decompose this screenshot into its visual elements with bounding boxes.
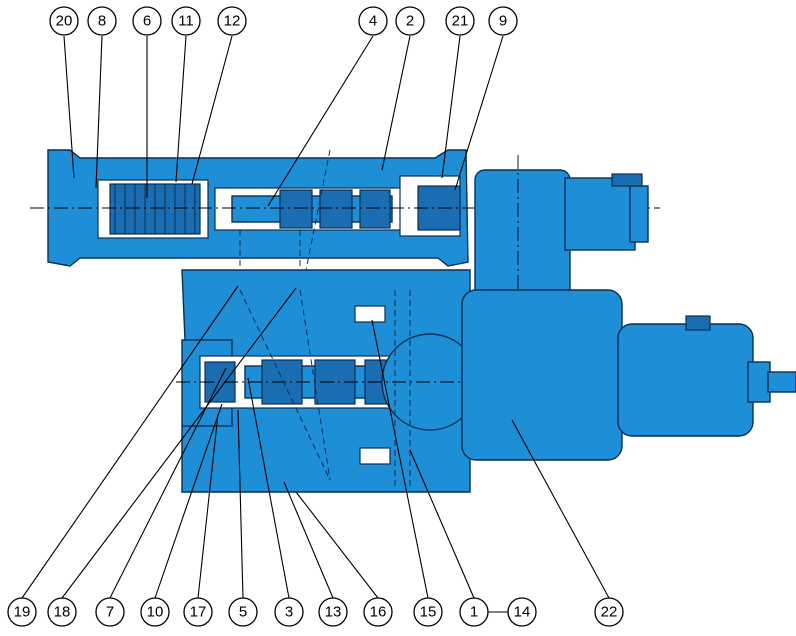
callout-22: 22 — [594, 597, 624, 627]
svg-text:16: 16 — [370, 604, 387, 621]
svg-text:4: 4 — [369, 13, 377, 30]
svg-text:3: 3 — [285, 604, 293, 621]
svg-text:5: 5 — [239, 604, 247, 621]
svg-text:14: 14 — [514, 604, 531, 621]
callout-2: 2 — [395, 6, 425, 36]
callout-3: 3 — [274, 597, 304, 627]
svg-text:20: 20 — [56, 13, 73, 30]
callout-8: 8 — [87, 6, 117, 36]
callout-20: 20 — [49, 6, 79, 36]
callout-11: 11 — [171, 6, 201, 36]
svg-text:18: 18 — [54, 604, 71, 621]
callout-16: 16 — [363, 597, 393, 627]
callout-17: 17 — [183, 597, 213, 627]
upper-solenoid — [474, 155, 649, 330]
svg-text:12: 12 — [224, 13, 241, 30]
svg-text:19: 19 — [14, 604, 31, 621]
svg-text:10: 10 — [147, 604, 164, 621]
callout-21: 21 — [445, 6, 475, 36]
spring-coil — [109, 183, 201, 235]
leader-lines — [21, 35, 610, 613]
callout-14: 14 — [507, 597, 537, 627]
svg-text:13: 13 — [325, 604, 342, 621]
svg-text:11: 11 — [178, 13, 194, 30]
svg-text:8: 8 — [98, 13, 106, 30]
svg-text:6: 6 — [143, 13, 151, 30]
upper-valve-body — [30, 149, 660, 301]
svg-text:1: 1 — [470, 604, 478, 621]
svg-text:7: 7 — [106, 604, 114, 621]
callout-4: 4 — [358, 6, 388, 36]
callout-13: 13 — [318, 597, 348, 627]
callout-9: 9 — [488, 6, 518, 36]
callout-18: 18 — [47, 597, 77, 627]
callout-19: 19 — [7, 597, 37, 627]
callout-7: 7 — [95, 597, 125, 627]
svg-text:22: 22 — [601, 604, 618, 621]
callouts-bottom: 19 18 7 10 17 5 3 13 16 15 1 14 22 — [7, 597, 624, 627]
svg-text:2: 2 — [406, 13, 414, 30]
lower-solenoid — [461, 289, 796, 461]
callout-15: 15 — [413, 597, 443, 627]
svg-text:17: 17 — [190, 604, 207, 621]
callouts-top: 20 8 6 11 12 4 2 21 9 — [49, 6, 518, 36]
callout-5: 5 — [228, 597, 258, 627]
svg-text:15: 15 — [420, 604, 437, 621]
svg-text:21: 21 — [452, 13, 469, 30]
callout-1: 1 — [459, 597, 489, 627]
lower-valve-body — [176, 269, 796, 493]
callout-12: 12 — [217, 6, 247, 36]
callout-6: 6 — [132, 6, 162, 36]
svg-text:9: 9 — [499, 13, 507, 30]
callout-10: 10 — [140, 597, 170, 627]
